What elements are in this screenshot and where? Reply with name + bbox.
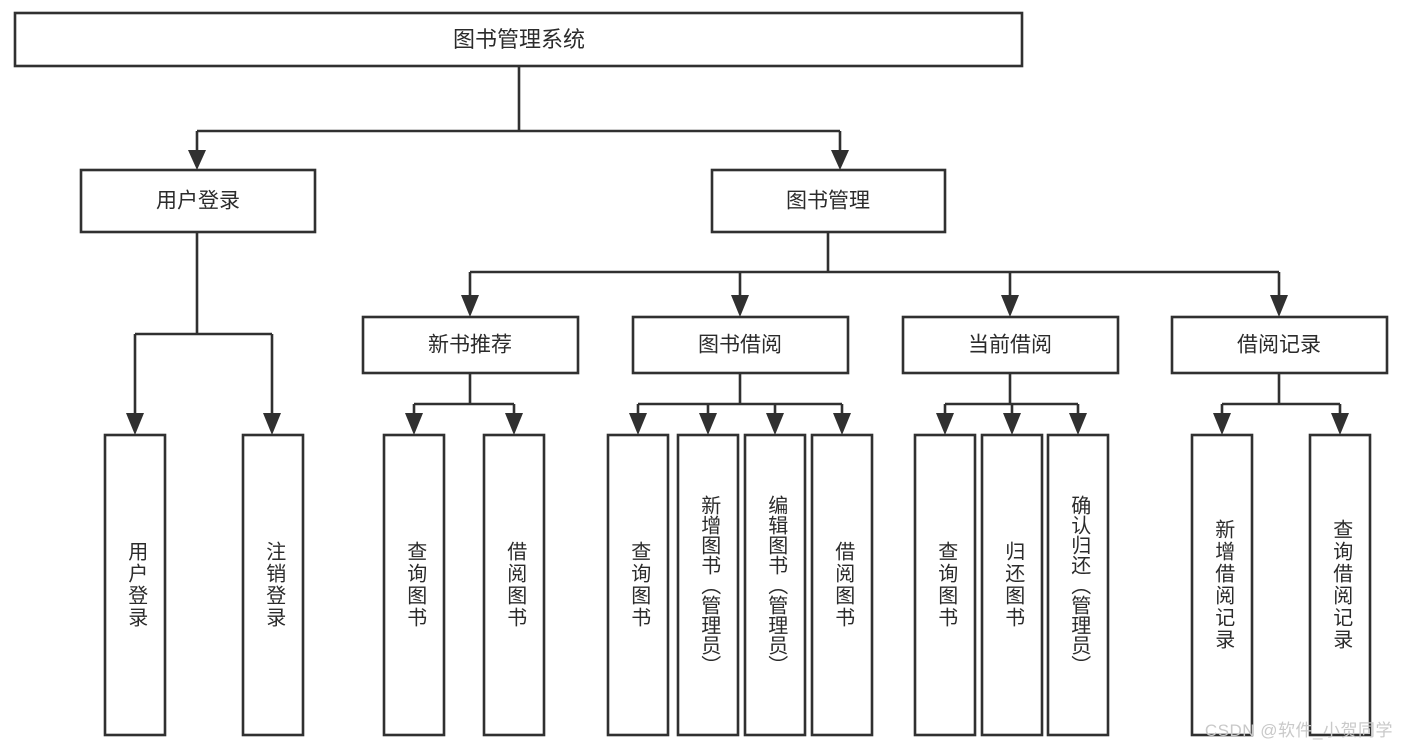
connectors-root-to-level2 xyxy=(188,66,849,170)
node-current-borrow[interactable]: 当前借阅 xyxy=(901,315,1120,375)
csdn-watermark: CSDN @软件_小贺同学 xyxy=(1204,721,1393,740)
leaf-box-user-login[interactable] xyxy=(103,433,167,737)
node-book-management[interactable]: 图书管理 xyxy=(710,168,947,234)
leaf-box-borrow-book-2[interactable] xyxy=(810,433,874,737)
connectors-bookmgmt-to-level3 xyxy=(461,232,1288,317)
node-new-book-recommend-label: 新书推荐 xyxy=(428,334,512,357)
leaf-box-query-book-1[interactable] xyxy=(382,433,446,737)
leaf-boxes xyxy=(103,433,1372,737)
node-borrow-record-label: 借阅记录 xyxy=(1237,334,1321,357)
node-new-book-recommend[interactable]: 新书推荐 xyxy=(361,315,580,375)
node-user-login[interactable]: 用户登录 xyxy=(79,168,317,234)
leaf-box-confirm-return[interactable] xyxy=(1046,433,1110,737)
node-book-management-label: 图书管理 xyxy=(786,190,870,213)
connectors-currentborrow-to-leaves xyxy=(936,373,1087,435)
connectors-bookborrow-to-leaves xyxy=(629,373,851,435)
node-book-borrow[interactable]: 图书借阅 xyxy=(631,315,850,375)
leaf-box-query-book-3[interactable] xyxy=(913,433,977,737)
leaf-box-add-record[interactable] xyxy=(1190,433,1254,737)
node-root[interactable]: 图书管理系统 xyxy=(13,11,1024,68)
connectors-newbook-to-leaves xyxy=(405,373,523,435)
leaf-box-query-record[interactable] xyxy=(1308,433,1372,737)
connectors-borrowrecord-to-leaves xyxy=(1213,373,1349,435)
node-user-login-label: 用户登录 xyxy=(156,190,240,213)
node-book-borrow-label: 图书借阅 xyxy=(698,334,782,357)
leaf-box-query-book-2[interactable] xyxy=(606,433,670,737)
leaf-box-borrow-book-1[interactable] xyxy=(482,433,546,737)
leaf-box-return-book[interactable] xyxy=(980,433,1044,737)
leaf-box-edit-book[interactable] xyxy=(743,433,807,737)
leaf-box-add-book[interactable] xyxy=(676,433,740,737)
leaf-box-logout[interactable] xyxy=(241,433,305,737)
node-borrow-record[interactable]: 借阅记录 xyxy=(1170,315,1389,375)
connectors-userlogin-to-leaves xyxy=(126,232,281,435)
node-root-label: 图书管理系统 xyxy=(453,27,585,52)
node-current-borrow-label: 当前借阅 xyxy=(968,334,1052,357)
